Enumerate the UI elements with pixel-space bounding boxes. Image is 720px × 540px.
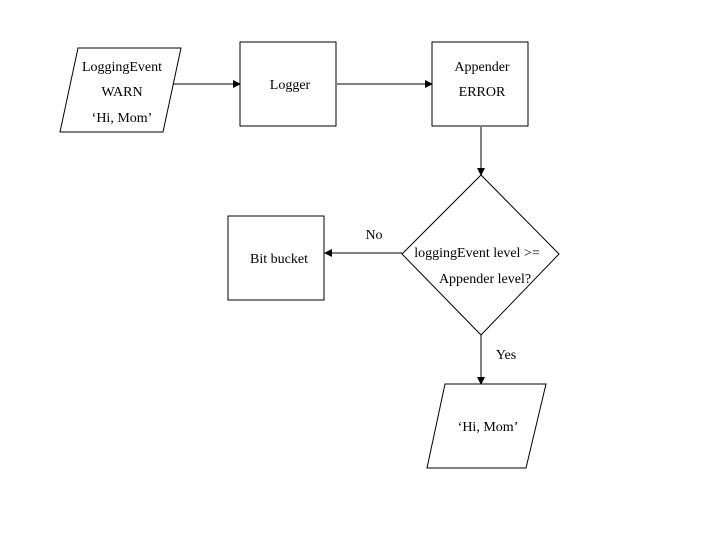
decision-shape bbox=[401, 174, 560, 336]
decision-label-line-2: Appender level? bbox=[439, 272, 531, 287]
bit-bucket-shape bbox=[227, 215, 325, 301]
bit-bucket-label: Bit bucket bbox=[250, 252, 308, 267]
logging-event-shape bbox=[59, 47, 182, 133]
edge-label-yes: Yes bbox=[496, 348, 516, 363]
node-bit-bucket: Bit bucket bbox=[227, 215, 325, 301]
output-shape bbox=[426, 383, 547, 469]
appender-label-line-2: ERROR bbox=[459, 85, 506, 100]
logging-event-label-line-3: ‘Hi, Mom’ bbox=[92, 111, 153, 126]
node-logging-event: LoggingEvent WARN ‘Hi, Mom’ bbox=[59, 47, 182, 133]
logger-label: Logger bbox=[270, 78, 311, 93]
decision-label-line-1: loggingEvent level >= bbox=[414, 246, 540, 261]
node-appender: Appender ERROR bbox=[431, 41, 529, 127]
appender-label-line-1: Appender bbox=[454, 60, 510, 75]
logging-event-label-line-1: LoggingEvent bbox=[82, 60, 162, 75]
logging-event-label-line-2: WARN bbox=[101, 85, 142, 100]
node-logger: Logger bbox=[239, 41, 337, 127]
edge-label-no: No bbox=[365, 228, 382, 243]
output-label: ‘Hi, Mom’ bbox=[458, 420, 519, 435]
appender-shape bbox=[431, 41, 529, 127]
node-decision: loggingEvent level >= Appender level? bbox=[401, 174, 560, 336]
logger-shape bbox=[239, 41, 337, 127]
node-output: ‘Hi, Mom’ bbox=[426, 383, 547, 469]
